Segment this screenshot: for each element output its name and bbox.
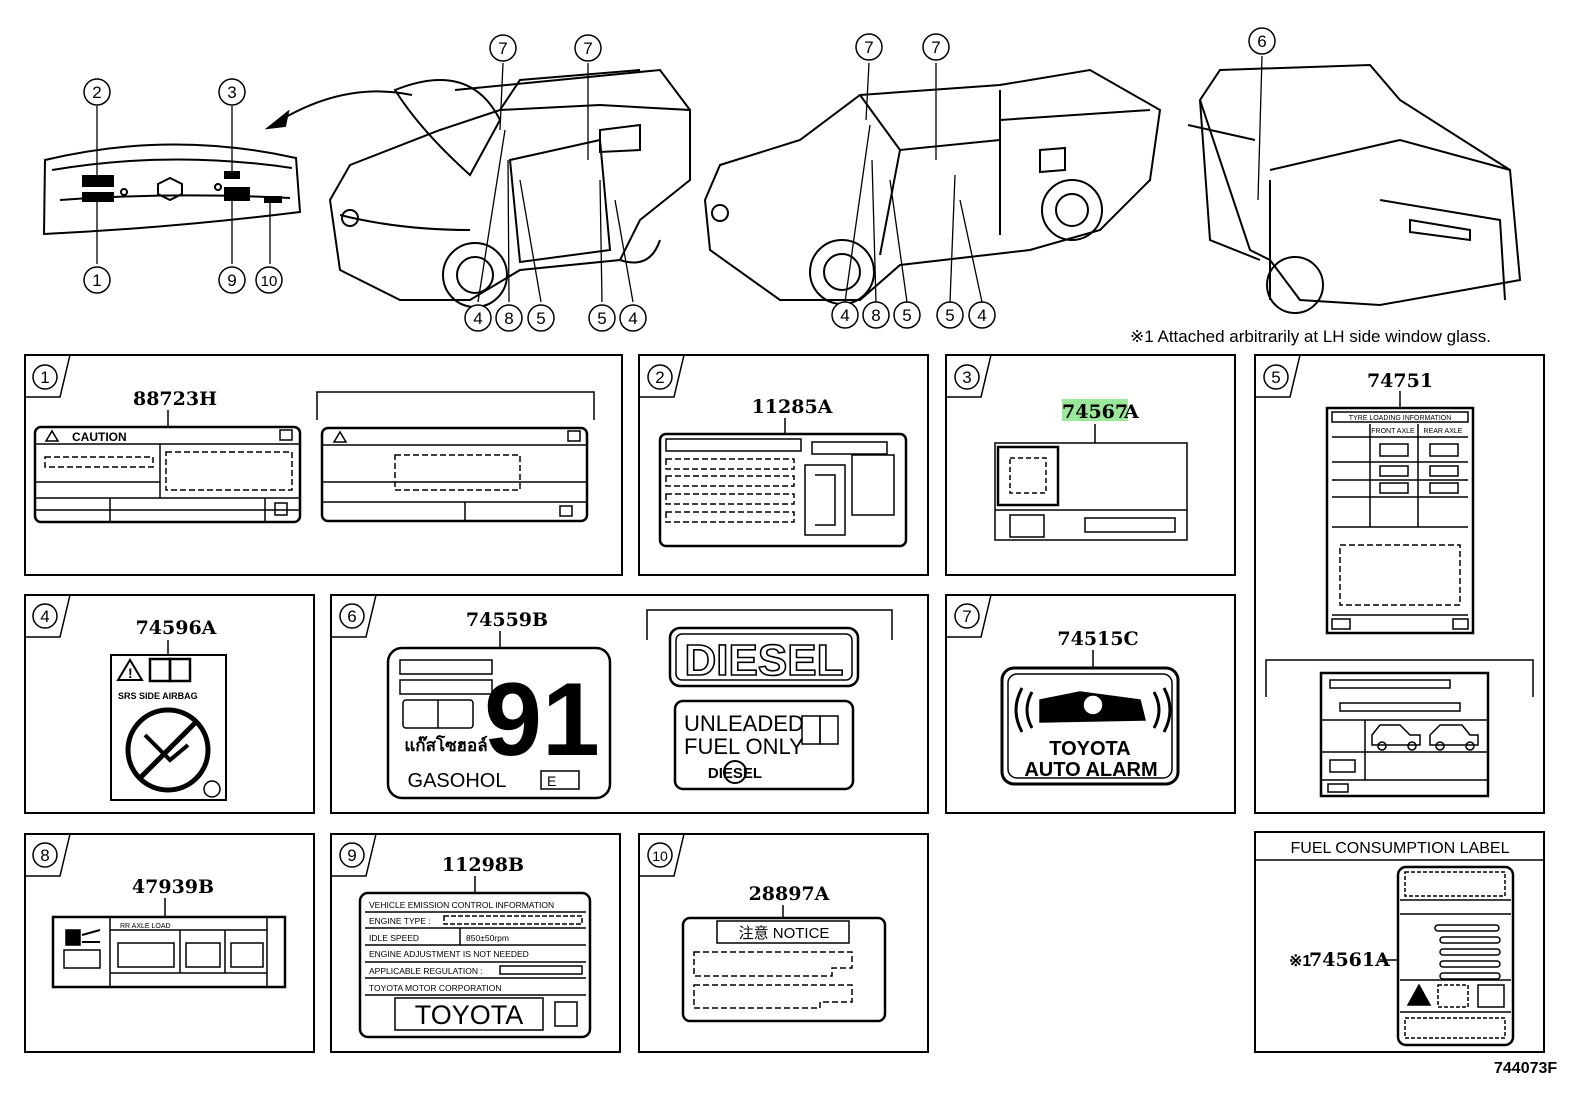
callout-7: 7 [931,38,940,57]
part-number-88723H: 88723H [133,388,217,410]
panel-number-tabs [25,354,1301,877]
svg-text:!: ! [128,665,133,681]
panel-8-content: 47939B RR AXLE LOAD [51,876,287,989]
panel-2-content: 11285A [658,396,908,548]
panel-9-number: 9 [347,846,356,865]
part-number-74561A: 74561A [1309,949,1390,971]
top-callouts [83,27,1276,332]
panel-3-number: 3 [962,368,971,387]
callout-3: 3 [227,83,236,102]
alarm-toyota-text: TOYOTA [1049,738,1130,760]
callout-4: 4 [840,306,849,325]
gasohol-text: GASOHOL [408,770,507,792]
panel-7-number: 7 [962,607,971,626]
panel-10-content: 28897A 注意 NOTICE [681,883,887,1023]
callout-4: 4 [628,309,637,328]
callout-1: 1 [92,271,101,290]
notice-text: 注意 NOTICE [739,924,830,942]
rear-axle-label: REAR AXLE [1424,428,1463,435]
engine-type: ENGINE TYPE : [369,916,431,926]
rr-axle-load-text: RR AXLE LOAD [120,923,171,930]
part-number-highlighted: 74567 [1062,401,1128,423]
part-number-47939B: 47939B [132,876,214,898]
panel-7-content: 74515C TOYOTA AUTO ALARM [1000,628,1180,786]
panel-5-number: 5 [1271,368,1280,387]
idle-speed: IDLE SPEED [369,933,419,943]
footnote: ※1 Attached arbitrarily at LH side windo… [1130,327,1492,346]
emission-title: VEHICLE EMISSION CONTROL INFORMATION [369,900,554,910]
auto-alarm-text: AUTO ALARM [1024,759,1157,781]
front-axle-label: FRONT AXLE [1371,428,1415,435]
truck-rear-illustration [1187,63,1522,314]
tyre-loading-title: TYRE LOADING INFORMATION [1349,415,1452,422]
panel-1-content: 88723H CAUTION [33,388,595,524]
diagram-code: 744073F [1494,1060,1558,1077]
engine-adjustment: ENGINE ADJUSTMENT IS NOT NEEDED [369,949,529,959]
idle-speed-value: 850±50rpm [466,933,509,943]
fuel-consumption-title: FUEL CONSUMPTION LABEL [1290,840,1509,857]
top-callout-numbers: 2 3 1 9 10 7 7 4 8 5 5 4 7 7 4 8 5 5 4 6 [92,32,1266,328]
fuel-consumption-panel-content: FUEL CONSUMPTION LABEL ※1 74561A [1255,840,1544,1047]
panel-2-number: 2 [655,368,664,387]
callout-5: 5 [536,309,545,328]
part-number-suffix: A [1123,401,1139,423]
thai-gasohol-text: แก๊สโซฮอล์ [404,735,487,755]
truck-hood-open-illustration [328,68,691,308]
callout-4: 4 [473,309,482,328]
toyota-brand: TOYOTA [415,1000,524,1030]
part-number-11285A: 11285A [752,396,833,418]
truck-side-illustration [703,68,1162,305]
callout-7: 7 [864,38,873,57]
callout-7: 7 [583,39,592,58]
panel-5-content: 74751 TYRE LOADING INFORMATION FRONT AXL… [1265,370,1534,798]
panel-frames [24,354,1545,1053]
part-number-74559B: 74559B [466,609,548,631]
callout-leaders [96,55,1263,303]
callout-5: 5 [902,306,911,325]
panel-3-content: 74567 A [994,399,1188,541]
panel-6-content: 74559B 91 แก๊สโซฮอล์ GASOHOL E DIESEL UN… [386,609,893,800]
panel-1-number: 1 [40,368,49,387]
diesel-text: DIESEL [685,636,844,685]
callout-7: 7 [498,39,507,58]
panel-8-number: 8 [40,846,49,865]
panel-numbers: 1 2 3 5 4 6 7 8 9 10 [40,368,1280,865]
reference-mark: ※1 [1289,953,1311,970]
e-badge: E [547,773,556,789]
applicable-regulation: APPLICABLE REGULATION : [369,966,483,976]
callout-9: 9 [227,271,236,290]
part-number-28897A: 28897A [749,883,830,905]
panel-6-number: 6 [347,607,356,626]
part-number-74515C: 74515C [1057,628,1138,650]
toyota-motor-corp: TOYOTA MOTOR CORPORATION [369,983,502,993]
part-number-74751: 74751 [1367,370,1433,392]
panel-4-number: 4 [40,607,49,626]
callout-2: 2 [92,83,101,102]
fuel-only-text: FUEL ONLY [684,734,804,759]
panel-9-content: 11298B VEHICLE EMISSION CONTROL INFORMAT… [358,854,592,1039]
callout-5: 5 [597,309,606,328]
octane-91: 91 [484,662,600,778]
callout-4: 4 [977,306,986,325]
callout-10: 10 [261,273,278,290]
callout-5: 5 [945,306,954,325]
unleaded-text: UNLEADED [684,711,804,736]
panel-4-content: 74596A ! SRS SIDE AIRBAG [110,617,227,801]
srs-side-airbag-text: SRS SIDE AIRBAG [118,691,198,701]
panel-10-number: 10 [652,848,668,864]
part-number-74596A: 74596A [136,617,217,639]
callout-6: 6 [1257,32,1266,51]
caution-label: CAUTION [72,430,127,444]
callout-8: 8 [504,309,513,328]
diesel-prohibited-text: DIESEL [708,765,762,782]
callout-8: 8 [871,306,880,325]
part-number-11298B: 11298B [442,854,524,876]
